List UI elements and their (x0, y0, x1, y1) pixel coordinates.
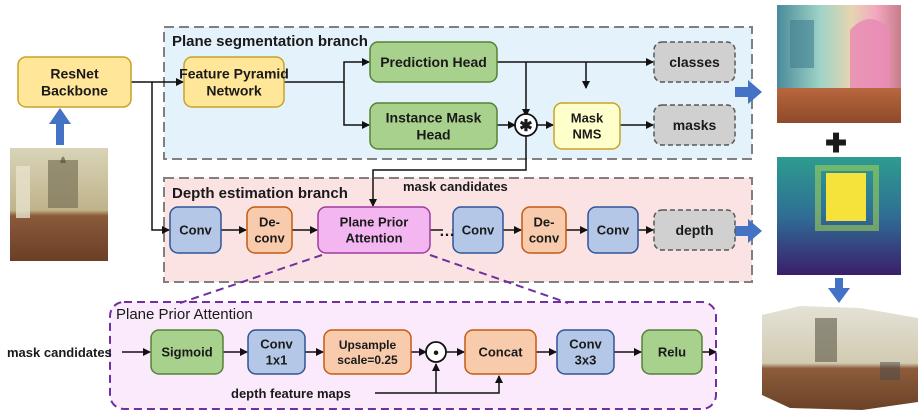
node-conv3: Conv (587, 206, 639, 254)
node-masks-box (653, 104, 736, 146)
node-backbone-label: Backbone (41, 83, 108, 99)
node-concat-label: Concat (478, 345, 523, 360)
plus-icon: ✚ (825, 128, 847, 158)
node-upsample-label: scale=0.25 (337, 353, 398, 367)
node-upsample-label: Upsample (339, 338, 397, 352)
node-conv1x1-box (247, 329, 306, 375)
node-depth: depth (653, 209, 736, 251)
node-conv3-box (587, 206, 639, 254)
node-relu: Relu (641, 329, 703, 375)
node-ppa-label: Plane Prior (340, 215, 409, 230)
dot-icon: • (433, 345, 439, 362)
node-upsample-box (323, 329, 412, 375)
node-relu-box (641, 329, 703, 375)
node-concat: Concat (464, 329, 537, 375)
node-mask-nms-box (553, 102, 621, 150)
node-conv3x3-box (556, 329, 615, 375)
node-sigmoid-box (150, 329, 224, 375)
depth-map-output (777, 157, 901, 275)
node-deconv1-label: De- (259, 215, 280, 230)
node-mask-nms-label: NMS (573, 127, 602, 142)
dot-product-operator: • (425, 341, 447, 363)
node-mask-nms-label: Mask (571, 111, 604, 126)
node-ppa-label: Attention (345, 231, 402, 246)
node-conv3x3-label: 3x3 (575, 353, 597, 368)
node-depth-label: depth (675, 222, 713, 238)
node-fpn-label: Feature Pyramid (179, 66, 289, 82)
multiply-icon: ✱ (519, 118, 532, 135)
segmentation-branch-title: Plane segmentation branch (172, 33, 368, 50)
node-backbone-label: ResNet (50, 66, 99, 82)
node-sigmoid-label: Sigmoid (161, 345, 212, 360)
attention-panel-title: Plane Prior Attention (116, 306, 253, 323)
node-instance-mask-head-label: Head (416, 127, 450, 143)
input-room-photo (10, 148, 108, 261)
node-depth-box (653, 209, 736, 251)
zoom-line-right (429, 254, 569, 304)
node-classes: classes (653, 41, 736, 83)
node-relu-label: Relu (658, 345, 686, 360)
node-prediction-head-label: Prediction Head (380, 54, 487, 70)
node-deconv1: De-conv (246, 206, 293, 254)
node-instance-mask-head-label: Instance Mask (386, 110, 482, 126)
multiply-operator: ✱ (514, 113, 538, 137)
3d-reconstruction-output (762, 306, 918, 410)
node-deconv2-box (521, 206, 567, 254)
node-ppa-box (317, 206, 431, 254)
depth-branch-title: Depth estimation branch (172, 185, 348, 202)
plane-segmentation-output (777, 5, 901, 123)
node-conv2-box (452, 206, 504, 254)
zoom-line-left (179, 254, 323, 304)
node-deconv2-label: De- (534, 215, 555, 230)
node-fpn-label: Network (206, 83, 261, 99)
node-deconv2: De-conv (521, 206, 567, 254)
node-classes-label: classes (669, 54, 720, 70)
ellipsis-label: … (439, 223, 455, 240)
node-masks: masks (653, 104, 736, 146)
node-classes-box (653, 41, 736, 83)
node-prediction-head-box (369, 41, 498, 83)
node-conv1: Conv (169, 206, 222, 254)
node-conv1-box (169, 206, 222, 254)
node-deconv1-label: conv (254, 231, 285, 246)
down-arrow-icon (828, 278, 850, 303)
node-fpn-box (183, 56, 285, 108)
node-masks-label: masks (673, 117, 717, 133)
up-arrow-icon (49, 108, 71, 145)
node-conv3x3-label: Conv (569, 337, 602, 352)
mask-candidates-input-label: mask candidates (7, 345, 112, 360)
node-conv1-label: Conv (179, 223, 212, 238)
output-arrow-segmentation-icon (735, 80, 762, 104)
node-deconv2-label: conv (529, 231, 560, 246)
node-concat-box (464, 329, 537, 375)
node-sigmoid: Sigmoid (150, 329, 224, 375)
connector-arrows (122, 58, 717, 394)
node-conv3-label: Conv (597, 223, 630, 238)
node-backbone-box (17, 56, 132, 108)
node-instance-mask-head-box (369, 102, 498, 150)
depth-feature-maps-label: depth feature maps (231, 386, 351, 401)
node-conv2: Conv (452, 206, 504, 254)
node-conv2-label: Conv (462, 223, 495, 238)
mask-candidates-label: mask candidates (403, 179, 508, 194)
node-conv1x1-label: Conv (260, 337, 293, 352)
node-conv1x1-label: 1x1 (266, 353, 288, 368)
output-arrow-depth-icon (735, 219, 762, 243)
node-prediction-head: Prediction Head (369, 41, 498, 83)
node-deconv1-box (246, 206, 293, 254)
